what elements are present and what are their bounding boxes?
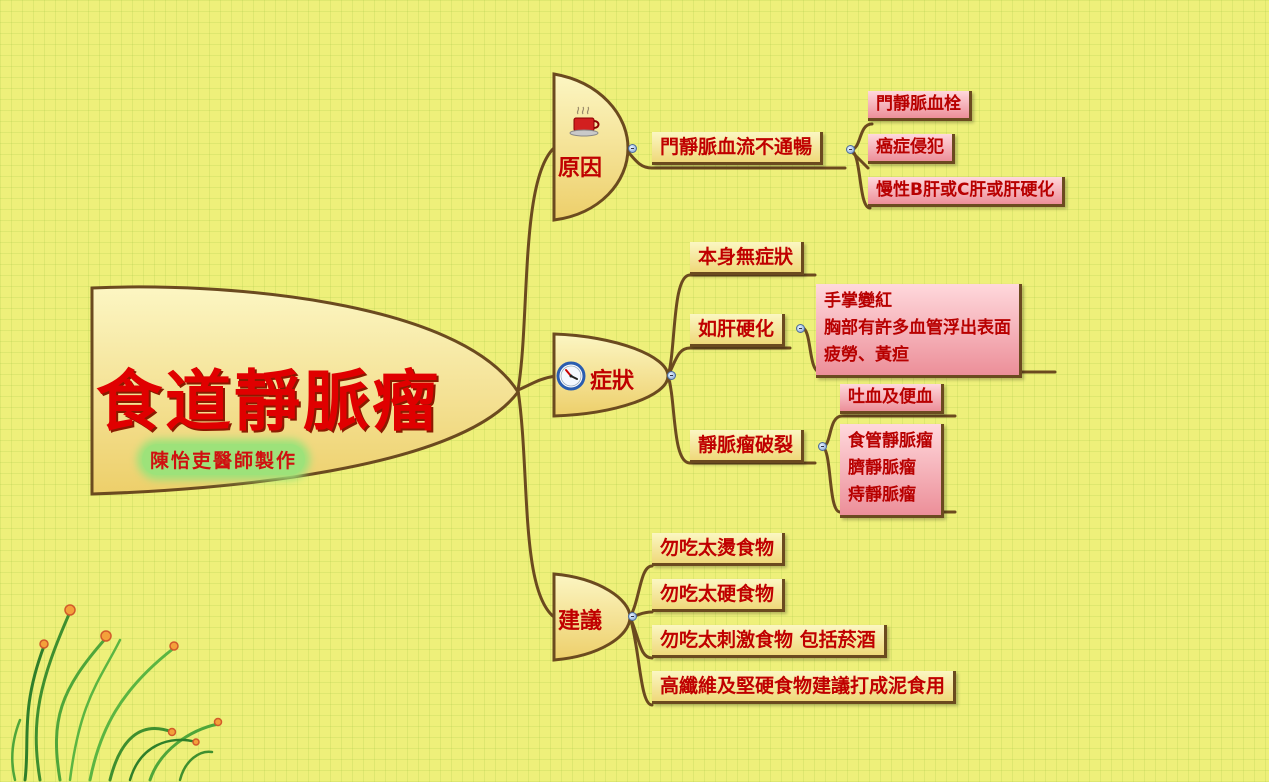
cause-item-2[interactable]: 癌症侵犯 [868,134,955,164]
collapse-toggle-portal-flow[interactable] [846,145,855,154]
rupture-type-1: 食管靜脈瘤 [848,431,933,451]
author-label: 陳怡吏醫師製作 [142,444,306,475]
category-advice[interactable]: 建議 [558,609,603,634]
grass-decoration [11,610,220,782]
cirrhosis-sign-3: 疲勞、黃疸 [824,345,909,365]
root-title[interactable]: 食道靜脈瘤 [96,363,441,440]
advice-item-2[interactable]: 勿吃太硬食物 [652,579,786,612]
cirrhosis-sign-1: 手掌變紅 [824,291,892,311]
flower-decoration [39,604,223,746]
coffee-cup-icon [569,106,600,137]
advice-item-1[interactable]: 勿吃太燙食物 [652,533,786,566]
rupture-type-2: 臍靜脈瘤 [848,458,916,478]
collapse-toggle-advice[interactable] [628,612,637,621]
collapse-toggle-rupture[interactable] [818,442,827,451]
cirrhosis-signs-list[interactable]: 手掌變紅 胸部有許多血管浮出表面 疲勞、黃疸 [816,284,1022,378]
rupture-bleeding[interactable]: 吐血及便血 [840,384,944,414]
cirrhosis-sign-2: 胸部有許多血管浮出表面 [824,318,1011,338]
clock-icon [556,361,586,391]
cause-portal-flow[interactable]: 門靜脈血流不通暢 [652,132,824,165]
collapse-toggle-cirrhosis[interactable] [796,324,805,333]
causes-node-shape [552,72,630,222]
collapse-toggle-causes[interactable] [628,144,637,153]
symptom-cirrhosis[interactable]: 如肝硬化 [690,314,786,347]
root-node-shape [90,285,520,496]
collapse-toggle-symptoms[interactable] [667,371,676,380]
cause-item-3[interactable]: 慢性B肝或C肝或肝硬化 [868,177,1066,207]
category-symptoms[interactable]: 症狀 [590,369,635,394]
category-causes[interactable]: 原因 [558,156,603,181]
rupture-type-3: 痔靜脈瘤 [848,485,916,505]
rupture-types-list[interactable]: 食管靜脈瘤 臍靜脈瘤 痔靜脈瘤 [840,424,944,518]
symptom-none[interactable]: 本身無症狀 [690,242,805,275]
advice-item-3[interactable]: 勿吃太刺激食物 包括菸酒 [652,625,887,658]
advice-item-4[interactable]: 高纖維及堅硬食物建議打成泥食用 [652,671,957,704]
symptom-rupture[interactable]: 靜脈瘤破裂 [690,430,805,463]
cause-item-1[interactable]: 門靜脈血栓 [868,91,972,121]
